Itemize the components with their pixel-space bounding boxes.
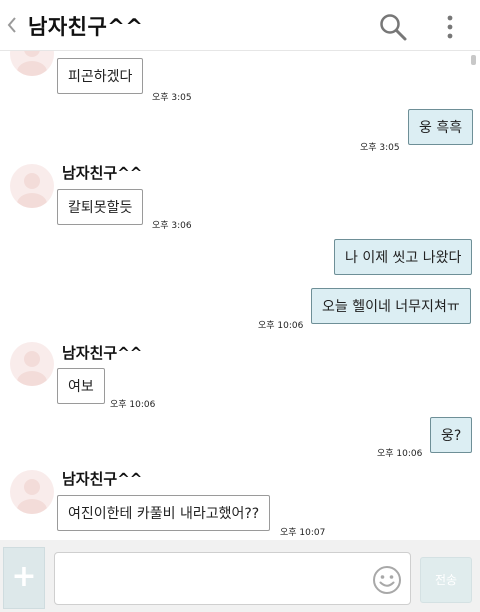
message-input[interactable] — [54, 552, 411, 605]
message-bubble[interactable]: 오늘 헬이네 너무지쳐ㅠ — [311, 288, 471, 324]
message-time: 오후 10:06 — [258, 321, 304, 331]
search-icon[interactable] — [378, 12, 408, 42]
message-bubble[interactable]: 칼퇴못할듯 — [57, 189, 144, 225]
message-time: 오후 10:07 — [280, 528, 326, 538]
plus-icon: + — [11, 559, 37, 594]
send-button[interactable]: 전송 — [420, 557, 472, 603]
message-bubble[interactable]: 여보 — [57, 368, 105, 404]
message-time: 오후 3:05 — [152, 93, 192, 103]
scrollbar[interactable] — [471, 55, 476, 65]
sender-name: 남자친구^^ — [62, 164, 143, 182]
attach-button[interactable]: + — [3, 547, 45, 609]
chevron-left-icon[interactable] — [4, 13, 20, 37]
composer-bar: + 전송 — [0, 540, 480, 612]
smiley-icon[interactable] — [372, 565, 402, 595]
message-time: 오후 3:06 — [152, 221, 192, 231]
message-bubble[interactable]: 피곤하겠다 — [57, 58, 144, 94]
sender-name: 남자친구^^ — [62, 470, 143, 488]
avatar[interactable] — [10, 164, 54, 208]
chat-header: 남자친구^^ — [0, 0, 480, 51]
avatar[interactable] — [10, 342, 54, 386]
message-bubble[interactable]: 나 이제 씻고 나왔다 — [334, 239, 473, 275]
message-time: 오후 3:05 — [360, 143, 400, 153]
message-time: 오후 10:06 — [377, 449, 423, 459]
message-bubble[interactable]: 웅? — [430, 417, 473, 453]
sender-name: 남자친구^^ — [62, 344, 143, 362]
message-bubble[interactable]: 웅 흑흑 — [408, 109, 474, 145]
message-list: 피곤하겠다 오후 3:05 웅 흑흑 오후 3:05 남자친구^^ 칼퇴못할듯 … — [0, 50, 480, 540]
more-vertical-icon[interactable] — [440, 13, 460, 41]
avatar[interactable] — [10, 470, 54, 514]
message-time: 오후 10:06 — [110, 400, 156, 410]
avatar[interactable] — [10, 50, 54, 76]
message-bubble[interactable]: 여진이한테 카풀비 내라고했어?? — [57, 495, 271, 531]
chat-title: 남자친구^^ — [28, 15, 144, 39]
